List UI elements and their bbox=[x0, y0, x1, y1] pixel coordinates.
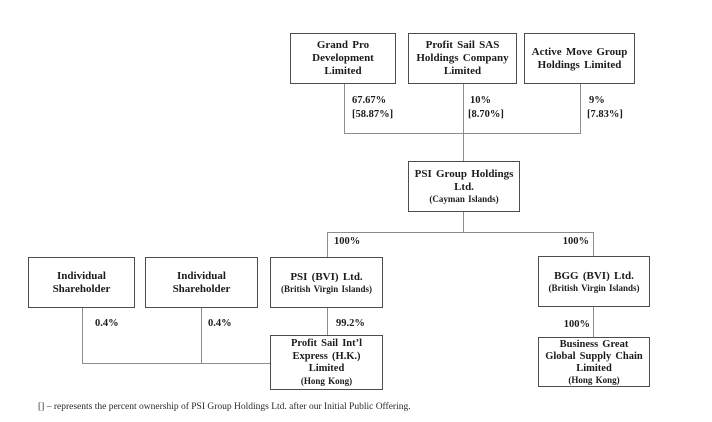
node-sublabel: (British Virgin Islands) bbox=[548, 282, 640, 293]
node-label: Business Great bbox=[559, 338, 629, 350]
node-sublabel: (British Virgin Islands) bbox=[280, 283, 373, 294]
label-psi-to-psi-bvi: 100% bbox=[334, 236, 361, 247]
label-individual-2-pct: 0.4% bbox=[208, 318, 232, 329]
node-label: Development bbox=[312, 52, 374, 64]
node-psi-bvi: PSI (BVI) Ltd. (British Virgin Islands) bbox=[270, 257, 383, 308]
node-label: Profit Sail SAS bbox=[425, 39, 500, 51]
label-grand-pro-ipo: [58.87%] bbox=[352, 109, 394, 120]
node-psi-group-holdings: PSI Group Holdings Ltd. (Cayman Islands) bbox=[408, 161, 520, 212]
node-label: Individual bbox=[177, 269, 226, 282]
connector-line bbox=[344, 84, 345, 133]
node-label: Grand Pro bbox=[316, 39, 370, 51]
label-psi-bvi-to-hk: 99.2% bbox=[336, 318, 365, 329]
node-label: PSI (BVI) Ltd. bbox=[290, 270, 363, 283]
label-profit-sail-sas-pct: 10% bbox=[470, 95, 491, 106]
footnote: [] – represents the percent ownership of… bbox=[38, 402, 411, 412]
label-psi-to-bgg-bvi: 100% bbox=[562, 236, 589, 247]
node-business-great: Business Great Global Supply Chain Limit… bbox=[538, 337, 650, 387]
connector-line bbox=[593, 232, 594, 256]
connector-line bbox=[327, 308, 328, 335]
node-profit-sail-sas: Profit Sail SAS Holdings Company Limited bbox=[408, 33, 517, 84]
connector-line bbox=[580, 84, 581, 133]
node-label: Limited bbox=[443, 65, 482, 77]
node-label: Limited bbox=[324, 65, 362, 77]
connector-line bbox=[593, 307, 594, 337]
node-label: Ltd. bbox=[454, 181, 474, 193]
node-label: Shareholder bbox=[172, 282, 231, 295]
label-individual-1-pct: 0.4% bbox=[95, 318, 119, 329]
connector-line bbox=[82, 363, 270, 364]
label-active-move-pct: 9% bbox=[589, 95, 605, 106]
connector-line bbox=[327, 232, 594, 233]
node-bgg-bvi: BGG (BVI) Ltd. (British Virgin Islands) bbox=[538, 256, 650, 307]
node-label: Limited bbox=[576, 362, 612, 374]
node-sublabel: (Hong Kong) bbox=[568, 374, 620, 385]
node-individual-shareholder-2: Individual Shareholder bbox=[145, 257, 258, 308]
connector-line bbox=[344, 133, 581, 134]
label-active-move-ipo: [7.83%] bbox=[587, 109, 623, 120]
node-label: Global Supply Chain bbox=[545, 350, 643, 362]
node-label: PSI Group Holdings bbox=[414, 168, 514, 180]
node-label: Express (H.K.) bbox=[292, 350, 361, 362]
connector-line bbox=[463, 212, 464, 232]
connector-line bbox=[327, 232, 328, 257]
connector-line bbox=[463, 84, 464, 161]
node-label: Individual bbox=[57, 269, 106, 282]
node-label: Profit Sail Int’l bbox=[290, 338, 363, 350]
connector-line bbox=[201, 308, 202, 363]
node-label: Active Move Group bbox=[531, 45, 628, 58]
node-label: Holdings Limited bbox=[537, 58, 622, 71]
node-sublabel: (Hong Kong) bbox=[300, 375, 353, 386]
node-profit-sail-hk: Profit Sail Int’l Express (H.K.) Limited… bbox=[270, 335, 383, 390]
node-label: Limited bbox=[308, 363, 345, 375]
connector-line bbox=[82, 308, 83, 363]
node-grand-pro: Grand Pro Development Limited bbox=[290, 33, 396, 84]
node-label: Shareholder bbox=[52, 282, 111, 295]
label-grand-pro-pct: 67.67% bbox=[352, 95, 387, 106]
node-label: Holdings Company bbox=[416, 52, 509, 64]
node-individual-shareholder-1: Individual Shareholder bbox=[28, 257, 135, 308]
node-sublabel: (Cayman Islands) bbox=[429, 194, 499, 204]
node-active-move: Active Move Group Holdings Limited bbox=[524, 33, 635, 84]
node-label: BGG (BVI) Ltd. bbox=[554, 269, 634, 282]
label-bgg-to-business-great: 100% bbox=[563, 319, 590, 330]
label-profit-sail-sas-ipo: [8.70%] bbox=[468, 109, 504, 120]
